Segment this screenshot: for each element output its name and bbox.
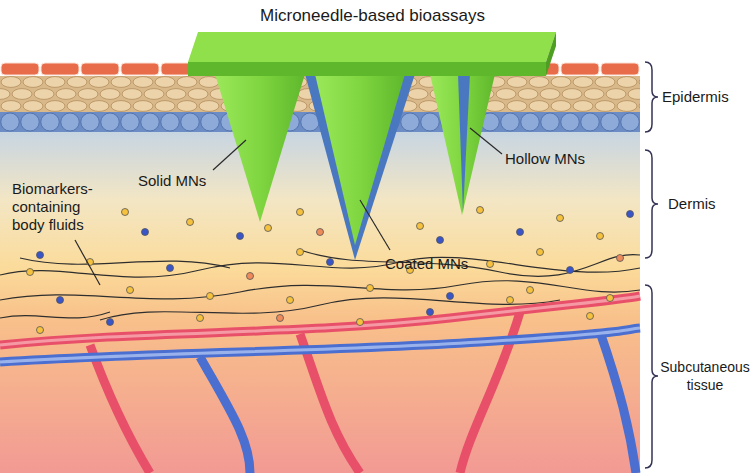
brackets — [645, 62, 658, 468]
art-line — [75, 240, 100, 285]
tissue-ground — [0, 132, 640, 473]
layer-label: Subcutaneous tissue — [660, 358, 750, 394]
art-circle — [107, 319, 114, 326]
art-circle — [617, 255, 624, 262]
art-path — [200, 357, 250, 473]
art-circle — [537, 249, 544, 256]
needle-label: Hollow MNs — [505, 150, 585, 168]
art-circle — [527, 287, 534, 294]
art-path — [0, 312, 110, 318]
microneedle-patch — [188, 32, 556, 260]
art-circle — [507, 297, 514, 304]
art-circle — [287, 297, 294, 304]
needle-label: Coated MNs — [385, 255, 468, 273]
art-path — [600, 332, 636, 473]
art-circle — [37, 252, 44, 259]
needle-label: Solid MNs — [138, 172, 206, 190]
art-circle — [297, 209, 304, 216]
title-text: Microneedle-based bioassays — [0, 6, 745, 26]
coating — [305, 74, 415, 260]
layer-label: Dermis — [668, 195, 716, 213]
art-circle — [265, 225, 272, 232]
solid-needle — [215, 74, 305, 222]
stratum-corneum — [0, 62, 640, 76]
art-circle — [557, 215, 564, 222]
art-circle — [142, 229, 149, 236]
art-circle — [567, 267, 574, 274]
art-circle — [317, 229, 324, 236]
art-circle — [417, 223, 424, 230]
coated-needle — [315, 74, 405, 245]
art-circle — [437, 237, 444, 244]
art-circle — [517, 229, 524, 236]
art-circle — [607, 295, 614, 302]
art-circle — [207, 293, 214, 300]
art-circle — [57, 297, 64, 304]
art-line — [470, 128, 502, 154]
hollow-needle — [430, 74, 495, 215]
art-circle — [187, 219, 194, 226]
art-path — [0, 328, 640, 362]
art-path — [300, 250, 640, 276]
art-circle — [427, 309, 434, 316]
fluid-label: Biomarkers-containing body fluids — [12, 180, 112, 234]
art-line — [213, 140, 246, 170]
leader-lines — [75, 128, 502, 285]
patch-side — [546, 32, 556, 76]
art-circle — [27, 269, 34, 276]
art-circle — [127, 287, 134, 294]
art-circle — [197, 315, 204, 322]
art-circle — [237, 233, 244, 240]
art-path — [0, 281, 640, 300]
art-circle — [247, 273, 254, 280]
art-path — [90, 345, 150, 473]
art-path — [0, 257, 640, 277]
art-circle — [597, 233, 604, 240]
layer-label: Epidermis — [662, 88, 729, 106]
blood-vessels — [0, 296, 640, 473]
art-path — [0, 328, 640, 362]
art-path — [645, 285, 658, 468]
art-circle — [37, 327, 44, 334]
art-circle — [297, 249, 304, 256]
art-circle — [477, 207, 484, 214]
art-circle — [447, 293, 454, 300]
art-path — [645, 150, 658, 258]
art-circle — [277, 315, 284, 322]
art-path — [300, 334, 360, 473]
hollow-channel — [458, 74, 470, 213]
art-path — [20, 258, 230, 268]
biomarker-dots — [27, 207, 634, 334]
art-circle — [122, 209, 129, 216]
patch-top — [188, 32, 556, 62]
art-circle — [357, 319, 364, 326]
art-circle — [587, 313, 594, 320]
art-circle — [487, 261, 494, 268]
art-path — [645, 62, 658, 132]
patch-front — [188, 62, 546, 76]
art-circle — [167, 265, 174, 272]
art-circle — [327, 259, 334, 266]
art-circle — [367, 285, 374, 292]
art-circle — [627, 211, 634, 218]
art-line — [360, 200, 390, 250]
